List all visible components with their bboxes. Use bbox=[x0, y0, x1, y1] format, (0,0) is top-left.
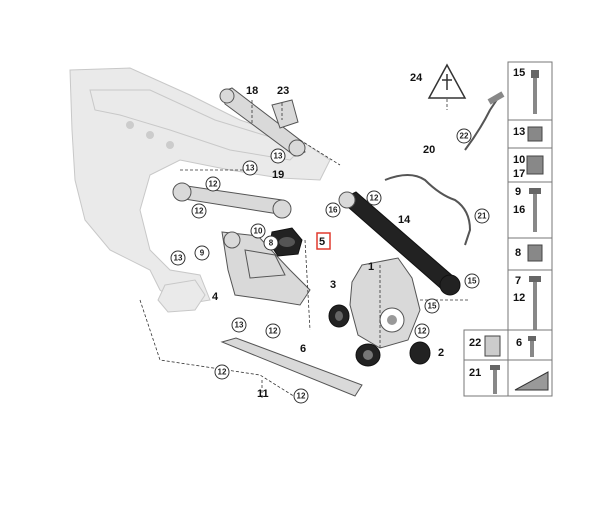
svg-text:12: 12 bbox=[297, 392, 306, 401]
svg-text:12: 12 bbox=[370, 194, 379, 203]
svg-text:15: 15 bbox=[468, 277, 477, 286]
svg-text:15: 15 bbox=[428, 302, 437, 311]
collar-nut-icon bbox=[526, 155, 544, 175]
callout: 9 bbox=[194, 245, 210, 261]
long-bolt-icon bbox=[529, 276, 541, 330]
callout: 12 bbox=[205, 176, 221, 192]
part-number: 3 bbox=[330, 279, 336, 291]
part-number: 20 bbox=[423, 144, 435, 156]
svg-text:13: 13 bbox=[246, 164, 255, 173]
legend-number: 7 bbox=[515, 275, 521, 287]
svg-text:16: 16 bbox=[329, 206, 338, 215]
callout: 13 bbox=[270, 148, 286, 164]
legend-number: 12 bbox=[513, 292, 525, 304]
callout: 12 bbox=[214, 364, 230, 380]
bushing-3 bbox=[328, 304, 350, 328]
callout bbox=[169, 251, 183, 265]
bolt-icon bbox=[531, 70, 539, 114]
part-number: 24 bbox=[410, 72, 423, 84]
callout: 15 bbox=[464, 273, 480, 289]
svg-text:12: 12 bbox=[218, 368, 227, 377]
legend-number: 10 bbox=[513, 154, 525, 166]
callout: 12 bbox=[265, 323, 281, 339]
svg-text:9: 9 bbox=[200, 249, 205, 258]
upper-control-arm-18 bbox=[219, 87, 306, 157]
highlight-box bbox=[316, 232, 331, 250]
svg-text:22: 22 bbox=[460, 132, 469, 141]
bushing-2 bbox=[409, 341, 431, 365]
part-number: 4 bbox=[212, 291, 219, 303]
wedge-icon bbox=[514, 371, 549, 391]
svg-text:10: 10 bbox=[254, 227, 263, 236]
legend-number: 13 bbox=[513, 126, 525, 138]
callout: 8 bbox=[263, 235, 279, 251]
strut-11 bbox=[220, 337, 363, 397]
svg-text:12: 12 bbox=[418, 327, 427, 336]
callout: 12 bbox=[293, 388, 309, 404]
part-number: 2 bbox=[438, 347, 444, 359]
callout: 10 bbox=[250, 223, 266, 239]
svg-text:21: 21 bbox=[478, 212, 487, 221]
callout: 15 bbox=[424, 298, 440, 314]
legend-number: 15 bbox=[513, 67, 525, 79]
callout: 13 bbox=[242, 160, 258, 176]
flange-bolt-icon bbox=[529, 188, 541, 232]
legend-number: 21 bbox=[469, 367, 481, 379]
hex-nut-icon bbox=[527, 244, 543, 262]
warning-triangle-24 bbox=[427, 63, 467, 99]
part-number: 5 bbox=[319, 236, 325, 248]
svg-text:13: 13 bbox=[235, 321, 244, 330]
part-number: 19 bbox=[272, 169, 284, 181]
part-numbers: 24 18 23 20 19 14 5 3 1 4 6 2 11 15 13 1… bbox=[212, 67, 525, 400]
part-number: 11 bbox=[257, 388, 269, 400]
part-number: 1 bbox=[368, 261, 374, 273]
callout: 16 bbox=[325, 202, 341, 218]
callouts: 13 12 13 12 10 13 22 21 16 15 12 8 13 12… bbox=[169, 128, 490, 404]
svg-text:12: 12 bbox=[209, 180, 218, 189]
callout: 22 bbox=[456, 128, 472, 144]
callout: 13 bbox=[170, 250, 186, 266]
part-number: 14 bbox=[398, 214, 411, 226]
subframe-outline bbox=[69, 67, 331, 313]
bracket-23 bbox=[271, 99, 299, 129]
callout: 12 bbox=[366, 190, 382, 206]
svg-text:12: 12 bbox=[269, 327, 278, 336]
toe-link-14 bbox=[338, 191, 461, 296]
callout: 13 bbox=[231, 317, 247, 333]
part-number: 18 bbox=[246, 85, 258, 97]
legend-number: 8 bbox=[515, 247, 521, 259]
callout: 12 bbox=[414, 323, 430, 339]
side-legend bbox=[507, 61, 553, 335]
carrier-bushing bbox=[355, 343, 381, 367]
clip-icon bbox=[484, 335, 501, 357]
part-number: 6 bbox=[300, 343, 306, 355]
svg-text:13: 13 bbox=[174, 254, 183, 263]
svg-text:8: 8 bbox=[269, 239, 274, 248]
nut-icon bbox=[527, 126, 543, 142]
screw-icon bbox=[490, 365, 500, 394]
legend-number: 16 bbox=[513, 204, 525, 216]
legend-number: 6 bbox=[516, 337, 522, 349]
wishbone-4 bbox=[221, 231, 311, 306]
svg-text:13: 13 bbox=[274, 152, 283, 161]
small-bolt-icon bbox=[528, 336, 536, 357]
control-arm-19 bbox=[172, 182, 292, 219]
legend-number: 9 bbox=[515, 186, 521, 198]
legend-number: 22 bbox=[469, 337, 481, 349]
part-number: 23 bbox=[277, 85, 289, 97]
wheel-carrier-1 bbox=[349, 257, 421, 349]
svg-text:12: 12 bbox=[195, 207, 204, 216]
sensor-wire-20 bbox=[384, 91, 505, 246]
legend-number: 17 bbox=[513, 168, 525, 180]
leader-lines bbox=[139, 99, 470, 401]
callout: 21 bbox=[474, 208, 490, 224]
callout: 12 bbox=[191, 203, 207, 219]
bottom-legend bbox=[463, 329, 553, 397]
